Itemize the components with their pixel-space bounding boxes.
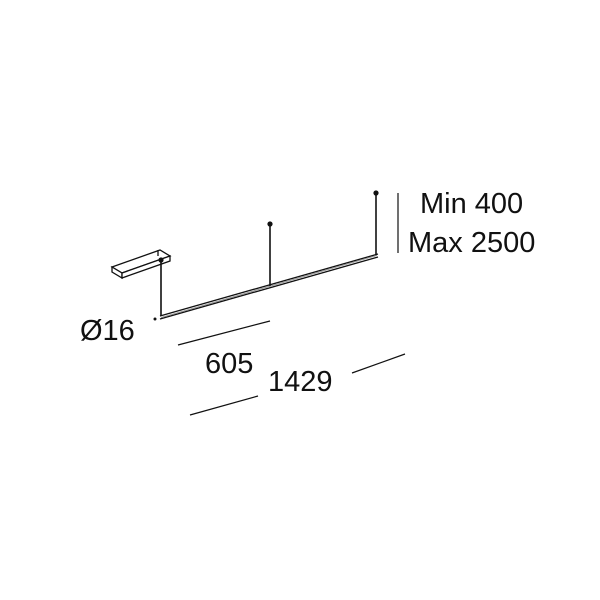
length-label: 1429 <box>268 366 333 398</box>
light-bar <box>159 253 379 320</box>
height-min-label: Min 400 <box>420 188 524 220</box>
length-dimension-line-right <box>351 353 406 374</box>
ceiling-canopy <box>110 249 172 280</box>
dimension-lines <box>153 193 406 416</box>
diameter-label: Ø16 <box>80 315 135 347</box>
height-max-label: Max 2500 <box>408 227 536 259</box>
cable-spacing-label: 605 <box>205 348 254 380</box>
length-dimension-line-left <box>189 395 259 416</box>
spacing-dimension-line <box>177 320 271 346</box>
suspension-cables <box>158 190 379 316</box>
